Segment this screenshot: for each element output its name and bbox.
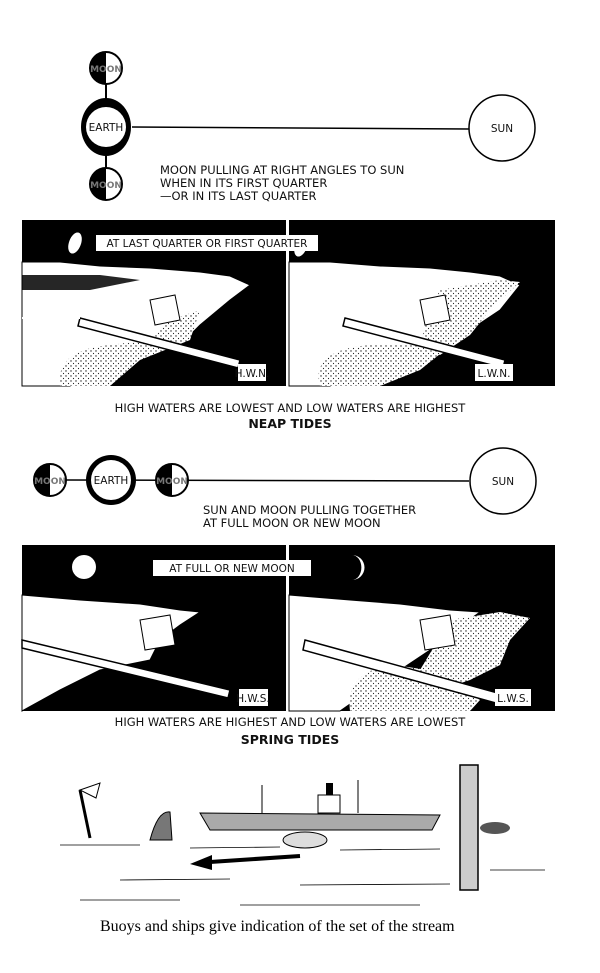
neap-caption-line-1: MOON PULLING AT RIGHT ANGLES TO SUN — [160, 163, 404, 177]
earth-sun-line — [131, 126, 470, 130]
earth-icon: EARTH — [86, 455, 136, 505]
neap-title: NEAP TIDES — [248, 416, 331, 431]
wreck-buoy-icon — [480, 822, 510, 834]
neap-orbit-diagram: MOON EARTH MOON SUN MOON PULLING AT RIGH… — [81, 51, 536, 203]
moon-label: MOON — [156, 477, 188, 487]
neap-panels: H.W.N. L.W.N. AT LAST QUARTER OR FIRST Q… — [21, 220, 555, 387]
full-moon-icon — [72, 555, 96, 579]
new-moon-crescent-icon — [352, 555, 365, 580]
moon-label: MOON — [90, 65, 122, 75]
panel-high-water-neap: H.W.N. — [21, 220, 286, 387]
moon-right-icon: MOON — [155, 463, 189, 497]
spring-orbit-diagram: MOON EARTH MOON SUN SUN AND MOON PULLING… — [33, 447, 537, 530]
tag-lwn: L.W.N. — [478, 368, 511, 380]
conical-buoy-icon — [149, 811, 173, 841]
sun-label: SUN — [491, 123, 513, 135]
moon-label: MOON — [90, 181, 122, 191]
spring-summary: HIGH WATERS ARE HIGHEST AND LOW WATERS A… — [115, 715, 467, 729]
spring-panels: H.W.S. L.W.S. AT FULL OR NEW MOON — [21, 545, 555, 712]
moon-label: MOON — [34, 477, 66, 487]
tag-hws: H.W.S. — [236, 693, 270, 705]
spring-panel-banner: AT FULL OR NEW MOON — [169, 563, 294, 575]
stream-direction-arrow — [190, 854, 301, 870]
moon-left-icon: MOON — [33, 463, 67, 497]
stream-caption: Buoys and ships give indication of the s… — [100, 918, 455, 935]
spring-caption-line-2: AT FULL MOON OR NEW MOON — [203, 516, 381, 530]
neap-summary: HIGH WATERS ARE LOWEST AND LOW WATERS AR… — [115, 401, 467, 415]
tag-hwn: H.W.N. — [235, 368, 270, 380]
panel-low-water-neap: L.W.N. — [288, 220, 555, 387]
tag-lws: L.W.S. — [497, 693, 529, 705]
earth-label: EARTH — [89, 122, 124, 134]
water-lines — [60, 844, 545, 906]
neap-panel-banner: AT LAST QUARTER OR FIRST QUARTER — [107, 238, 308, 250]
stream-illustration — [60, 764, 545, 906]
neap-caption-line-3: —OR IN ITS LAST QUARTER — [160, 189, 317, 203]
neap-caption-line-2: WHEN IN ITS FIRST QUARTER — [160, 176, 327, 190]
launch-boat-icon — [282, 831, 328, 849]
sun-label: SUN — [492, 476, 514, 488]
ship-icon — [199, 780, 441, 849]
earth-label: EARTH — [94, 475, 129, 487]
pile-post-icon — [459, 764, 479, 891]
sun-icon: SUN — [469, 447, 537, 515]
moon-top-icon: MOON — [89, 51, 123, 85]
flag-buoy-icon — [78, 782, 101, 839]
earth-icon: EARTH — [81, 98, 131, 156]
moon-crescent-icon — [68, 232, 82, 254]
panel-low-water-spring: L.W.S. — [288, 545, 555, 712]
spring-title: SPRING TIDES — [241, 732, 340, 747]
sun-icon: SUN — [468, 94, 536, 162]
moon-bottom-icon: MOON — [89, 167, 123, 201]
spring-caption-line-1: SUN AND MOON PULLING TOGETHER — [203, 503, 416, 517]
